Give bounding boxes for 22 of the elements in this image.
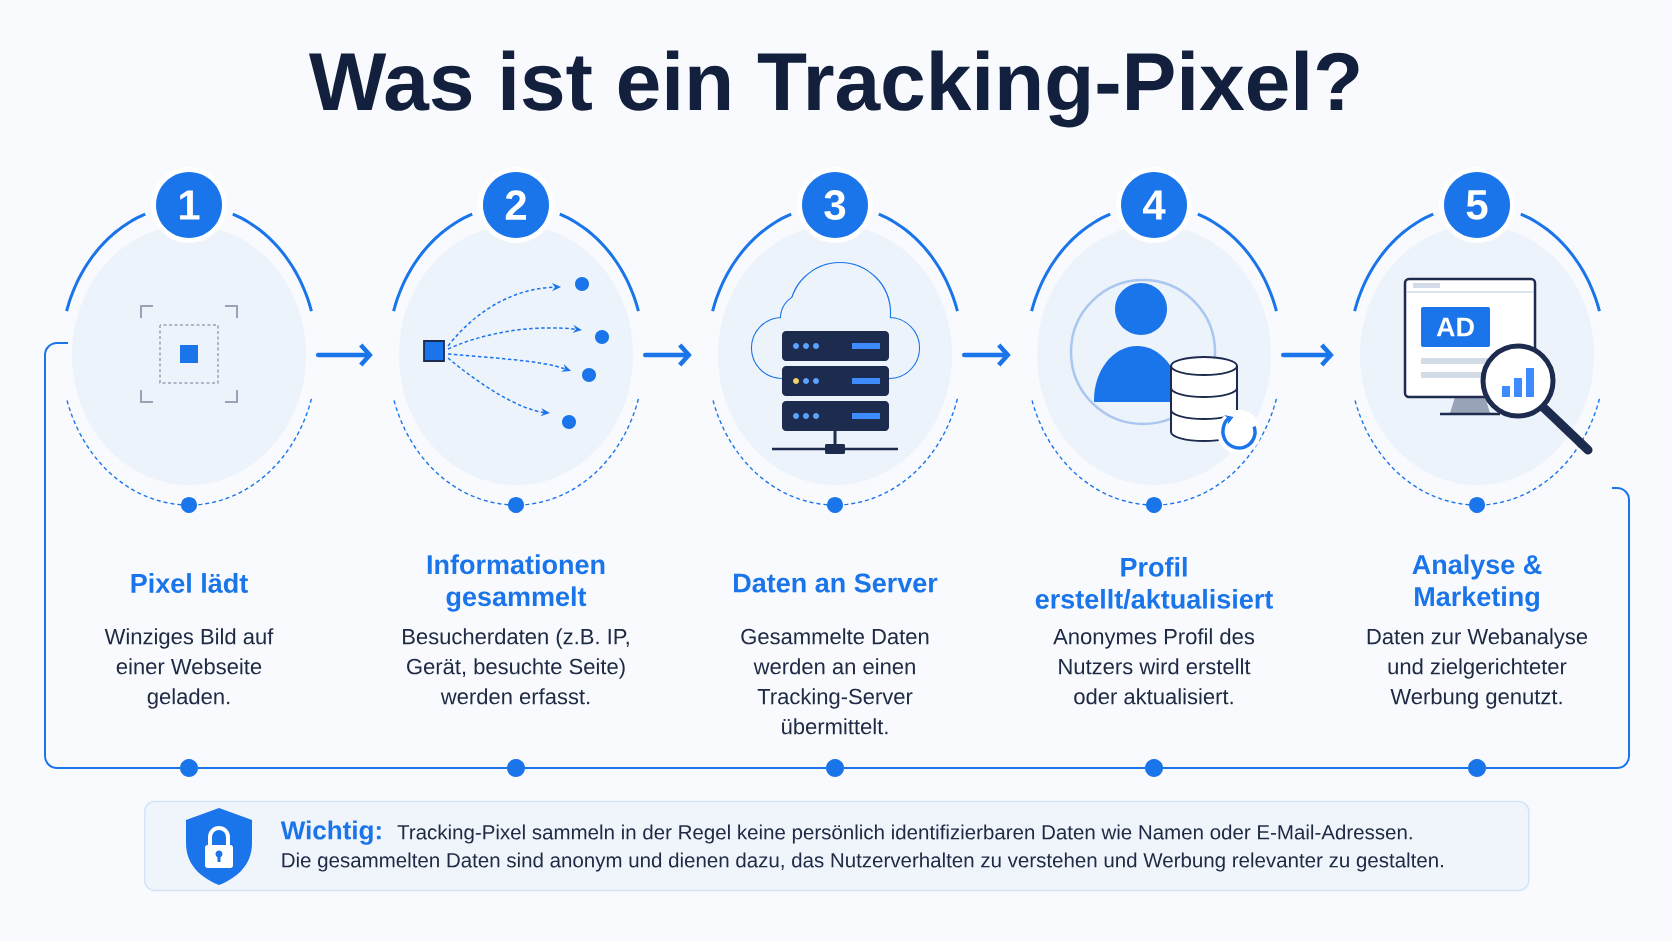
arrow <box>1280 343 1334 367</box>
step-heading: Profil erstellt/aktualisiert <box>1035 556 1273 610</box>
step-description: Besucherdaten (z.B. IP, Gerät, besuchte Seite) werden erfasst. <box>403 628 629 705</box>
number-badge: 2 <box>478 167 554 243</box>
step-description: Daten zur Webanalyse und zielgerichteter Werbung genutzt. <box>1367 628 1588 709</box>
ad-banner: AD <box>1421 307 1490 347</box>
step-heading: Pixel lädt <box>131 573 248 593</box>
info-box: Wichtig: Tracking-Pixel sammeln in der Regel keine persönlich identifizierbaren Daten wie Namen oder E-Mail-Adressen. Die gesammelten Daten sind anonym und dienen dazu, das Nutzerverhalten zu verstehen und Werbung relevanter zu gestalten. <box>144 800 1530 892</box>
number-badge: 5 <box>1439 167 1515 243</box>
number-badge: 1 <box>151 167 227 243</box>
step-description: Winziges Bild auf einer Webseite geladen. <box>104 628 274 709</box>
number-badge: 3 <box>797 167 873 243</box>
number-badge: 4 <box>1116 167 1192 243</box>
step-heading: Informationen gesammelt <box>427 554 605 612</box>
arrow <box>961 343 1011 367</box>
step-heading: Daten an Server <box>734 573 938 593</box>
step-heading: Analyse & Marketing <box>1412 554 1542 612</box>
arrow <box>315 343 373 367</box>
step-description: Gesammelte Daten werden an einen Tracking-Server übermittelt. <box>741 628 929 735</box>
title: Was ist ein Tracking-Pixel? <box>309 50 1359 128</box>
step-description: Anonymes Profil des Nutzers wird erstellt oder aktualisiert. <box>1053 628 1255 705</box>
arrow <box>642 343 692 367</box>
